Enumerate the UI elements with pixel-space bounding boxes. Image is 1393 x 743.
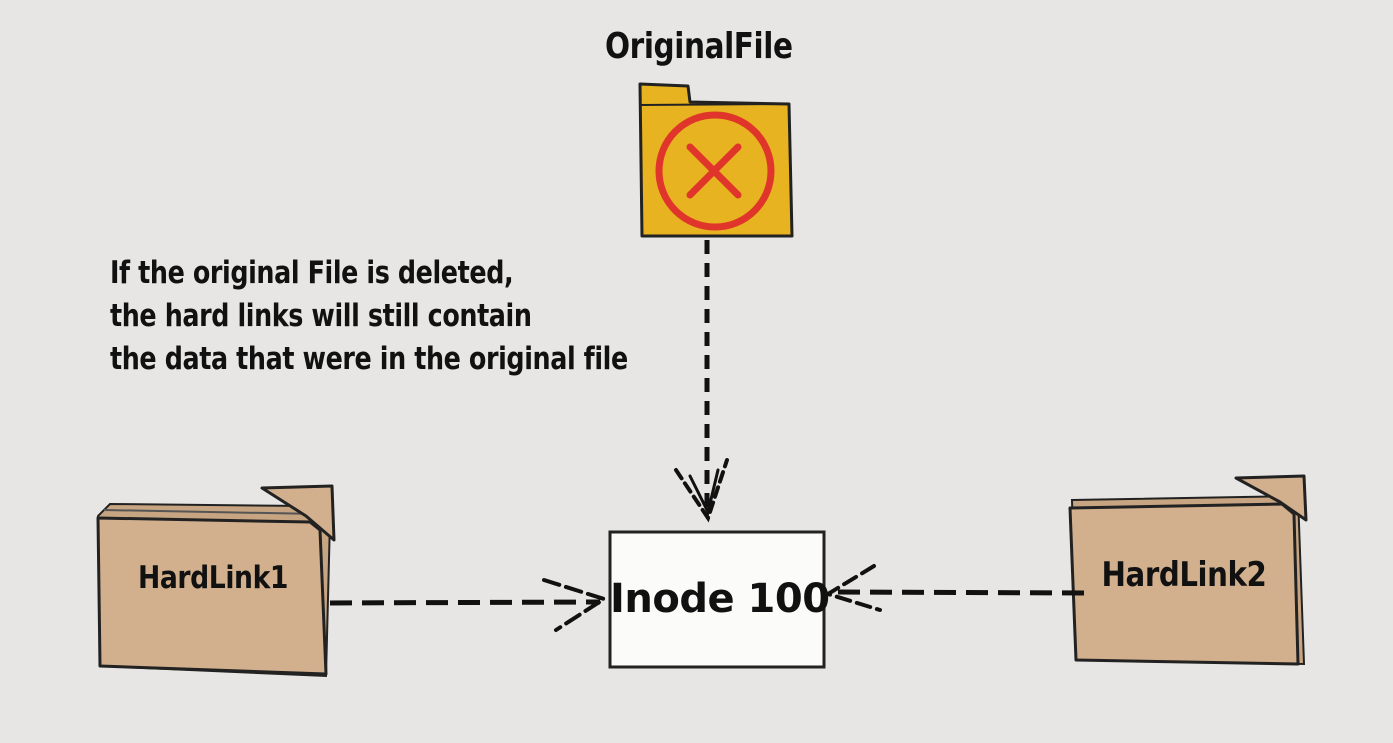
note-line: the hard links will still contain: [110, 298, 532, 334]
inode-label: Inode 100: [610, 576, 830, 622]
note-line: If the original File is deleted,: [110, 255, 514, 291]
hardlink1-label: HardLink1: [137, 560, 289, 596]
hardlink2-folder-icon: [1068, 474, 1308, 666]
arrow-original-to-inode: [674, 240, 729, 523]
original-folder-icon: [638, 82, 794, 238]
hardlink2-label: HardLink2: [1101, 555, 1267, 595]
arrow-hardlink2-to-inode: [823, 564, 1085, 612]
delete-x-icon: [655, 111, 775, 231]
hardlink1-folder-icon: [96, 484, 336, 678]
deletion-note: If the original File is deleted, the har…: [110, 252, 628, 381]
note-line: the data that were in the original file: [110, 341, 628, 377]
inode-box: [608, 530, 826, 669]
original-file-title: OriginalFile: [605, 26, 793, 67]
arrow-hardlink1-to-inode: [329, 578, 609, 632]
